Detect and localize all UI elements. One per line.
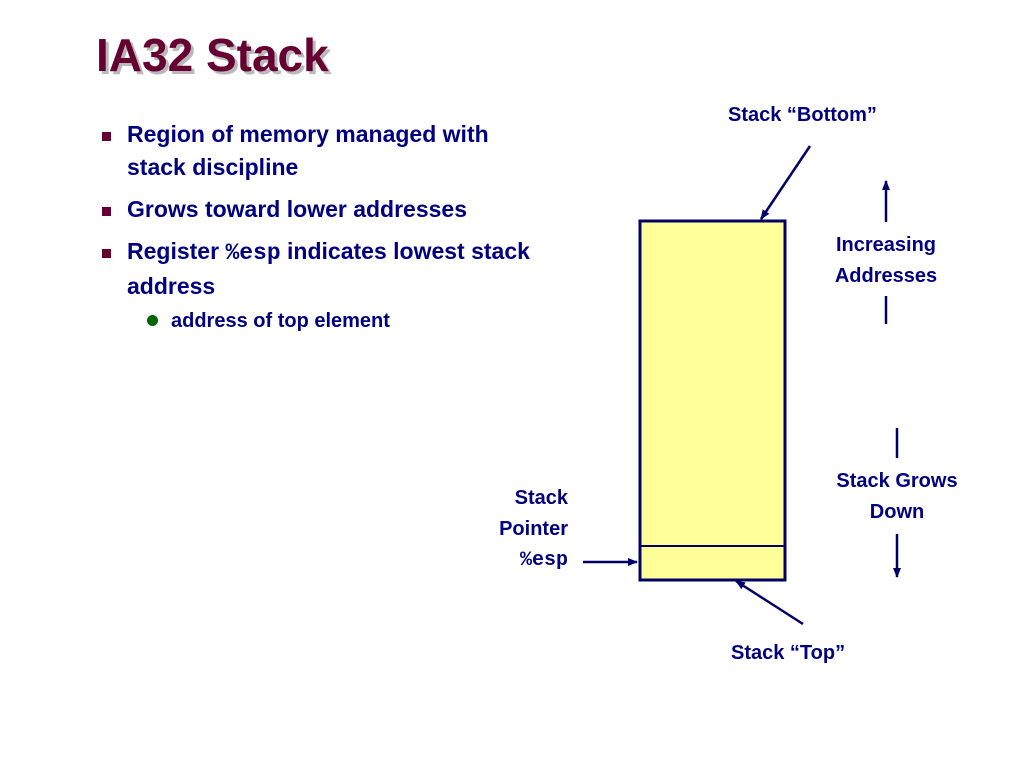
stack-top-arrow [735, 579, 804, 626]
stack-top-label: Stack “Top” [731, 642, 846, 664]
pointer-line1: Stack [514, 487, 568, 509]
slide-title: IA32 Stack [96, 29, 329, 81]
register-code: %esp [225, 240, 281, 266]
bullet-text-before: Register [127, 238, 226, 264]
bullet-list: Region of memory managed with stack disc… [100, 118, 530, 335]
bullet-item: Grows toward lower addresses [100, 193, 530, 226]
stack-grows-down-label: Stack Grows Down [807, 466, 987, 528]
square-bullet-icon [102, 249, 111, 258]
stack-box [638, 219, 787, 582]
grows-down-line2: Down [869, 501, 925, 523]
bullet-text: Region of memory managed with stack disc… [127, 121, 489, 180]
stack-pointer-label: Stack Pointer %esp [448, 483, 568, 576]
grows-down-line1: Stack Grows [836, 470, 958, 492]
square-bullet-icon [102, 132, 111, 141]
square-bullet-icon [102, 207, 111, 216]
stack-bottom-arrow [759, 145, 812, 220]
bullet-item: Region of memory managed with stack disc… [100, 118, 530, 184]
round-bullet-icon [147, 315, 158, 326]
sub-bullet-text: address of top element [171, 310, 390, 332]
bullet-text: Grows toward lower addresses [127, 196, 468, 222]
sub-bullet-item: address of top element [145, 307, 530, 335]
stack-bottom-label: Stack “Bottom” [728, 104, 877, 126]
increasing-addresses-line2: Addresses [834, 265, 938, 287]
bullet-item: Register %esp indicates lowest stack add… [100, 235, 530, 303]
increasing-addresses-line1: Increasing [835, 234, 937, 256]
increasing-addresses-label: Increasing Addresses [806, 230, 966, 292]
bullet-text-after: indicates lowest stack address [127, 238, 530, 299]
pointer-register: %esp [519, 549, 568, 572]
pointer-line2: Pointer [499, 518, 568, 540]
